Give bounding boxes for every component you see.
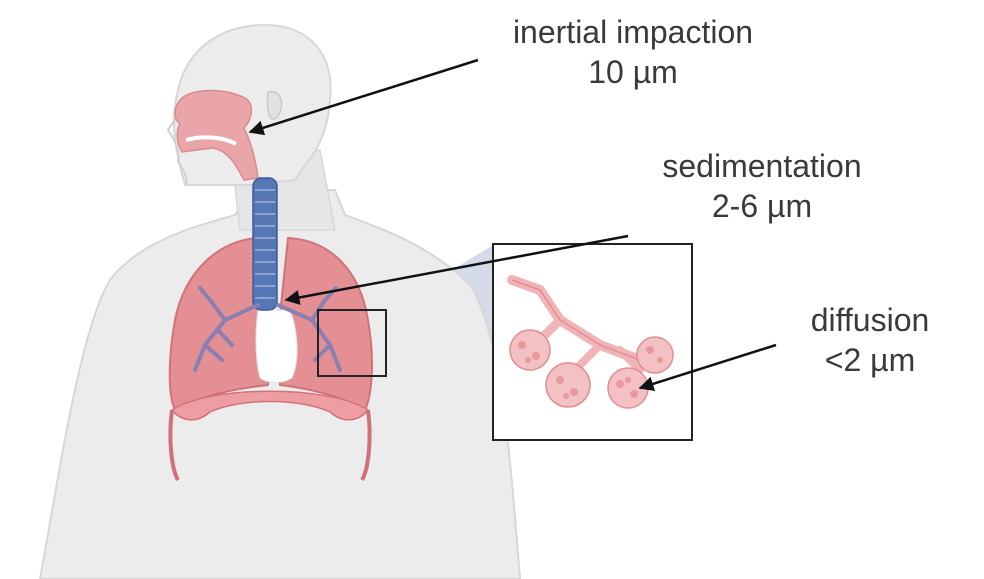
trachea [253,178,277,310]
ear [267,91,281,118]
label-diffusion: diffusion <2 µm [770,300,970,380]
label-inertial-impaction-size: 10 µm [468,52,798,92]
label-sedimentation: sedimentation 2-6 µm [612,146,912,226]
label-sedimentation-size: 2-6 µm [612,186,912,226]
label-sedimentation-mechanism: sedimentation [612,146,912,186]
label-inertial-impaction: inertial impaction 10 µm [468,12,798,92]
label-inertial-impaction-mechanism: inertial impaction [468,12,798,52]
label-diffusion-size: <2 µm [770,340,970,380]
label-diffusion-mechanism: diffusion [770,300,970,340]
heart-mediastinum [256,310,297,383]
